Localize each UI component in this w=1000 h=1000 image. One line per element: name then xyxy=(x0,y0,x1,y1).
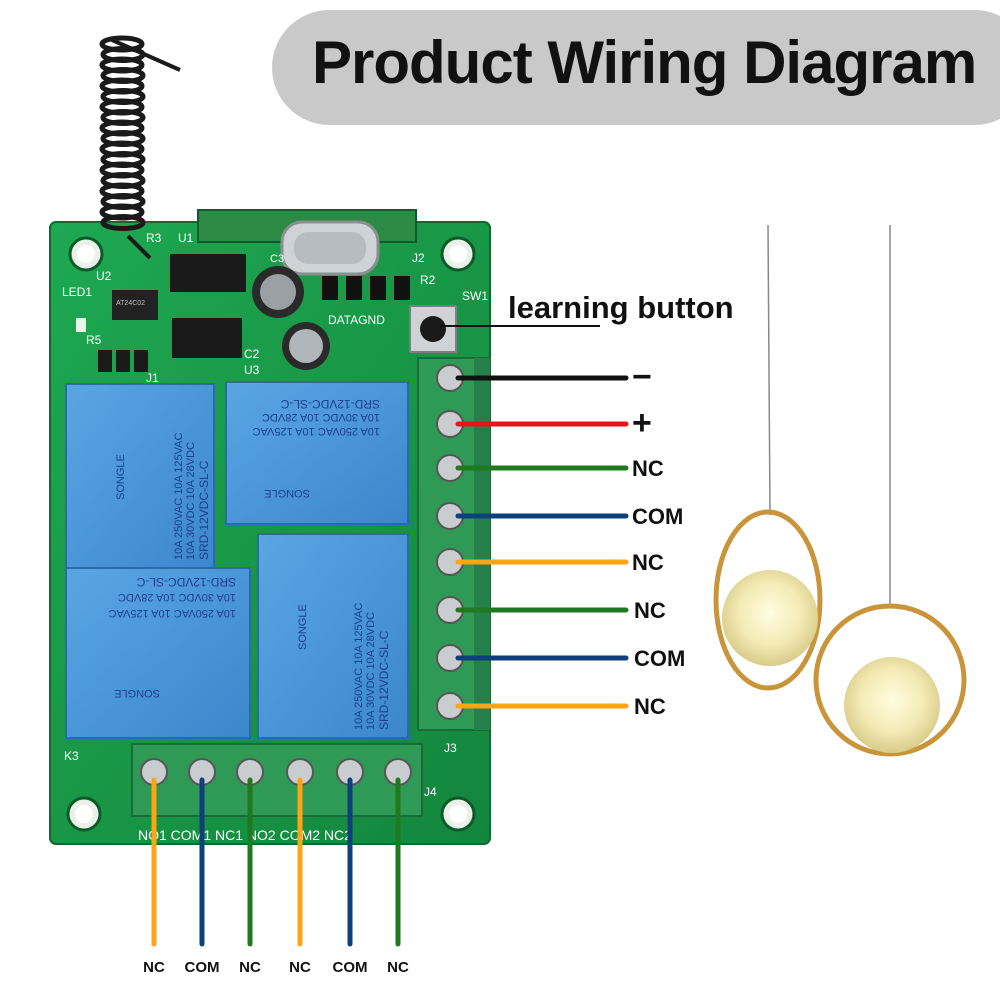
bottom-terminal-block xyxy=(131,743,423,817)
led-indicator xyxy=(76,318,86,332)
ref-r3: R3 xyxy=(146,231,162,245)
relay-3-rating-a: 10A 30VDC 10A 28VDC xyxy=(118,591,236,603)
right-wires: − + NC COM NC NC COM NC xyxy=(455,358,685,719)
bottom-terminal-label: NC xyxy=(387,959,409,976)
ref-j4: J4 xyxy=(424,785,437,799)
ref-u1: U1 xyxy=(178,231,194,245)
ref-j3: J3 xyxy=(444,741,457,755)
relay-4-rating-b: 10A 30VDC 10A 28VDC xyxy=(365,612,377,730)
relay-1-rating-a: 10A 250VAC 10A 125VAC xyxy=(173,433,185,560)
learning-button-label: learning button xyxy=(508,290,734,325)
pendant-lamp-left xyxy=(713,224,823,691)
bottom-header-silkscreen: NO1 COM1 NC1 NO2 COM2 NC2 xyxy=(138,827,352,843)
bottom-terminal-label: COM xyxy=(185,959,220,976)
mounting-holes xyxy=(66,236,476,832)
pendant-lamp-right xyxy=(813,225,967,757)
relay-1-rating-b: 10A 30VDC 10A 28VDC xyxy=(185,442,197,560)
regulator-chip xyxy=(172,318,242,358)
main-chip xyxy=(170,254,246,292)
ref-sw1: SW1 xyxy=(462,289,488,303)
relay-3-model: SRD-12VDC-SL-C xyxy=(136,575,236,589)
relay-3-brand: SONGLE xyxy=(114,687,160,699)
right-terminal-label: NC xyxy=(634,598,666,623)
silkscreen-refs: LED1 U2 R3 U1 C3 J2 R2 SW1 R5 J1 U3 C2 K… xyxy=(62,231,488,799)
relay-4-rating-a: 10A 250VAC 10A 125VAC xyxy=(353,603,365,730)
bottom-terminal-label: NC xyxy=(289,959,311,976)
capacitor-c2 xyxy=(282,322,330,370)
right-terminal-label: + xyxy=(632,404,652,442)
ref-r2: R2 xyxy=(420,273,436,287)
relay-3-rating-b: 10A 250VAC 10A 125VAC xyxy=(109,607,236,619)
bottom-wires: NC COM NC NC COM NC xyxy=(143,777,409,976)
transistors xyxy=(322,276,410,300)
pcb-board: AT24C02 xyxy=(49,209,491,845)
relay-2-rating-b: 10A 250VAC 10A 125VAC xyxy=(253,425,380,437)
header-pins xyxy=(98,350,148,372)
ref-datagnd: DATAGND xyxy=(328,313,385,327)
relay-2-brand: SONGLE xyxy=(264,487,310,499)
right-terminal-label: − xyxy=(632,358,652,396)
bottom-terminal-label: NC xyxy=(143,959,165,976)
right-terminal-label: NC xyxy=(632,550,664,575)
ref-led1: LED1 xyxy=(62,285,92,299)
bottom-terminal-label: COM xyxy=(333,959,368,976)
relay-1: SONGLE 10A 250VAC 10A 125VAC 10A 30VDC 1… xyxy=(65,383,215,569)
learning-button[interactable] xyxy=(409,305,457,353)
ref-j2: J2 xyxy=(412,251,425,265)
ref-r5: R5 xyxy=(86,333,102,347)
relay-4-brand: SONGLE xyxy=(297,604,309,650)
relay-1-brand: SONGLE xyxy=(115,454,127,500)
right-terminal-label: COM xyxy=(634,646,685,671)
ref-u2: U2 xyxy=(96,269,112,283)
ref-u3: U3 xyxy=(244,363,260,377)
title-banner xyxy=(272,10,1000,125)
diagram-title: Product Wiring Diagram xyxy=(312,29,977,96)
ref-k3: K3 xyxy=(64,749,79,763)
ref-c2: C2 xyxy=(244,347,260,361)
chip-marking: AT24C02 xyxy=(116,300,145,307)
relay-2: SRD-12VDC-SL-C 10A 30VDC 10A 28VDC 10A 2… xyxy=(225,381,409,525)
capacitor-c3 xyxy=(252,266,304,318)
right-terminal-label: NC xyxy=(632,456,664,481)
relay-2-model: SRD-12VDC-SL-C xyxy=(280,397,380,411)
relay-4: SONGLE 10A 250VAC 10A 125VAC 10A 30VDC 1… xyxy=(257,533,409,739)
bottom-terminal-screws xyxy=(140,758,412,786)
ref-j1: J1 xyxy=(146,371,159,385)
eeprom-chip xyxy=(112,290,158,320)
relay-4-model: SRD-12VDC-SL-C xyxy=(377,630,391,730)
bottom-terminal-label: NC xyxy=(239,959,261,976)
right-terminal-label: NC xyxy=(634,694,666,719)
ref-c3: C3 xyxy=(270,253,284,265)
right-terminal-label: COM xyxy=(632,504,683,529)
relay-1-model: SRD-12VDC-SL-C xyxy=(197,460,211,560)
relay-2-rating-a: 10A 30VDC 10A 28VDC xyxy=(262,411,380,423)
antenna-coil xyxy=(99,35,181,260)
relay-3: SRD-12VDC-SL-C 10A 30VDC 10A 28VDC 10A 2… xyxy=(65,567,251,739)
